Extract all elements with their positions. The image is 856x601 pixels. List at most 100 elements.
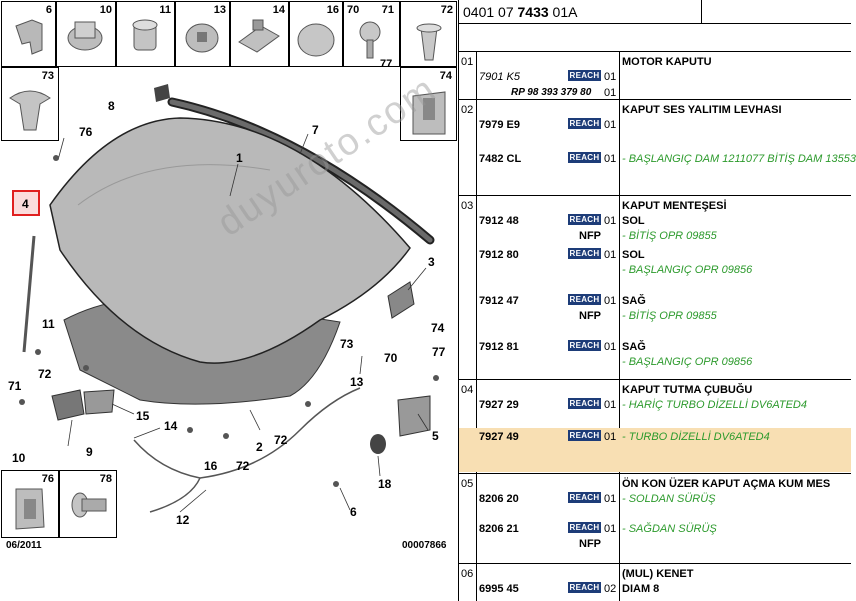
thumb-76[interactable]: 76 [1, 470, 59, 538]
thumb-78[interactable]: 78 [59, 470, 117, 538]
table-row[interactable]: RP 98 393 379 80 01 [459, 84, 851, 102]
callout-6[interactable]: 6 [350, 505, 357, 519]
callout-18[interactable]: 18 [378, 477, 392, 491]
nfp-label: NFP [579, 310, 601, 322]
table-row[interactable]: 8206 21 REACH 01 - SAĞDAN SÜRÜŞ NFP [459, 520, 851, 554]
callout-16[interactable]: 16 [204, 459, 218, 473]
table-row[interactable]: 8206 20 REACH 01 - SOLDAN SÜRÜŞ [459, 490, 851, 508]
thumb-10[interactable]: 10 [56, 1, 116, 67]
group-title: KAPUT MENTEŞESİ [622, 200, 727, 212]
part-reference: 6995 45 [479, 583, 519, 595]
callout-10[interactable]: 10 [12, 451, 26, 465]
part-reference: 7912 80 [479, 249, 519, 261]
thumb-label: 74 [439, 70, 452, 82]
callout-72b[interactable]: 72 [274, 433, 288, 447]
callout-5[interactable]: 5 [432, 429, 439, 443]
part-note: - TURBO DİZELLİ DV6ATED4 [622, 431, 770, 443]
diagram-date: 06/2011 [6, 540, 42, 551]
reach-badge: REACH [568, 430, 601, 441]
part-description: SOL [622, 249, 645, 261]
reference-header: 0401 07 7433 01A [459, 0, 851, 24]
callout-2[interactable]: 2 [256, 440, 263, 454]
parts-group-06: 06 (MUL) KENET 6995 45 REACH 02 DIAM 8 [459, 564, 851, 601]
callout-12[interactable]: 12 [176, 513, 190, 527]
part-quantity: 01 [604, 71, 617, 83]
part-description: DIAM 8 [622, 583, 660, 595]
callout-9[interactable]: 9 [86, 445, 93, 459]
part-reference: RP 98 393 379 80 [511, 87, 592, 98]
reach-badge: REACH [568, 118, 601, 129]
thumb-label: 14 [272, 4, 285, 16]
part-quantity: 01 [604, 87, 617, 99]
thumb-73[interactable]: 73 [1, 67, 59, 141]
thumb-11[interactable]: 11 [116, 1, 175, 67]
part-description: SOL [622, 215, 645, 227]
group-number: 06 [461, 568, 474, 580]
part-description: SAĞ [622, 295, 646, 307]
thumb-label: 16 [326, 4, 339, 16]
part-quantity: 01 [604, 215, 617, 227]
part-note: - BİTİŞ OPR 09855 [622, 310, 717, 322]
callout-7[interactable]: 7 [312, 123, 319, 137]
thumb-16[interactable]: 16 [289, 1, 343, 67]
reference-number: 0401 07 7433 01A [463, 4, 578, 20]
group-number: 03 [461, 200, 474, 212]
part-quantity: 02 [604, 583, 617, 595]
thumb-label: 76 [41, 473, 54, 485]
part-note: - SOLDAN SÜRÜŞ [622, 493, 716, 505]
thumb-label-77: 77 [380, 58, 393, 70]
table-row[interactable]: 7912 47 REACH 01 SAĞ NFP - BİTİŞ OPR 098… [459, 292, 851, 326]
table-row[interactable]: 6995 45 REACH 02 DIAM 8 [459, 580, 851, 598]
thumb-13[interactable]: 13 [175, 1, 230, 67]
callout-1[interactable]: 1 [236, 151, 243, 165]
part-quantity: 01 [604, 295, 617, 307]
table-row[interactable]: 7482 CL REACH 01 - BAŞLANGIÇ DAM 1211077… [459, 150, 856, 168]
thumb-label: 78 [99, 473, 112, 485]
callout-70[interactable]: 70 [384, 351, 398, 365]
table-row-selected[interactable]: 7927 49 REACH 01 - TURBO DİZELLİ DV6ATED… [459, 428, 851, 472]
callout-15[interactable]: 15 [136, 409, 150, 423]
callout-11[interactable]: 11 [42, 317, 55, 331]
callout-71[interactable]: 71 [8, 379, 22, 393]
part-reference: 7912 47 [479, 295, 519, 307]
thumb-label: 72 [440, 4, 453, 16]
callout-13[interactable]: 13 [350, 375, 364, 389]
nfp-label: NFP [579, 230, 601, 242]
part-note: - HARİÇ TURBO DİZELLİ DV6ATED4 [622, 399, 807, 411]
thumb-6[interactable]: 6 [1, 1, 56, 67]
thumb-label: 10 [99, 4, 112, 16]
table-row[interactable]: 7901 K5 REACH 01 [459, 68, 851, 86]
parts-group-04: 04 KAPUT TUTMA ÇUBUĞU 7927 29 REACH 01 -… [459, 380, 851, 474]
thumb-72[interactable]: 72 [400, 1, 457, 67]
part-note: - BAŞLANGIÇ OPR 09856 [622, 264, 753, 276]
table-row[interactable]: 7912 81 REACH 01 SAĞ - BAŞLANGIÇ OPR 098… [459, 338, 851, 372]
callout-3[interactable]: 3 [428, 255, 435, 269]
callout-72a[interactable]: 72 [38, 367, 52, 381]
part-reference: 7912 48 [479, 215, 519, 227]
part-reference: 8206 21 [479, 523, 519, 535]
parts-group-02: 02 KAPUT SES YALITIM LEVHASI 7979 E9 REA… [459, 100, 856, 196]
part-note: - BAŞLANGIÇ DAM 1211077 BİTİŞ DAM 13553 [622, 153, 856, 165]
table-row[interactable]: 7912 48 REACH 01 SOL NFP - BİTİŞ OPR 098… [459, 212, 851, 246]
nfp-label: NFP [579, 538, 601, 550]
callout-74[interactable]: 74 [431, 321, 445, 335]
callout-14[interactable]: 14 [164, 419, 178, 433]
thumb-70-71[interactable]: 70 71 [343, 1, 400, 67]
callout-76[interactable]: 76 [79, 125, 93, 139]
blank-row [459, 24, 851, 52]
callout-72c[interactable]: 72 [236, 459, 250, 473]
callout-73[interactable]: 73 [340, 337, 354, 351]
callout-8[interactable]: 8 [108, 99, 115, 113]
highlighted-callout-box[interactable]: 4 [12, 190, 40, 216]
thumb-14[interactable]: 14 [230, 1, 289, 67]
table-row[interactable]: 7979 E9 REACH 01 [459, 116, 851, 134]
watermark-text: duyuroto.com [210, 67, 445, 245]
part-reference: 7901 K5 [479, 71, 520, 83]
reach-badge: REACH [568, 398, 601, 409]
group-number: 04 [461, 384, 474, 396]
part-reference: 7979 E9 [479, 119, 520, 131]
callout-77[interactable]: 77 [432, 345, 446, 359]
table-row[interactable]: 7912 80 REACH 01 SOL - BAŞLANGIÇ OPR 098… [459, 246, 851, 280]
table-row[interactable]: 7927 29 REACH 01 - HARİÇ TURBO DİZELLİ D… [459, 396, 851, 414]
part-note: - BAŞLANGIÇ OPR 09856 [622, 356, 753, 368]
